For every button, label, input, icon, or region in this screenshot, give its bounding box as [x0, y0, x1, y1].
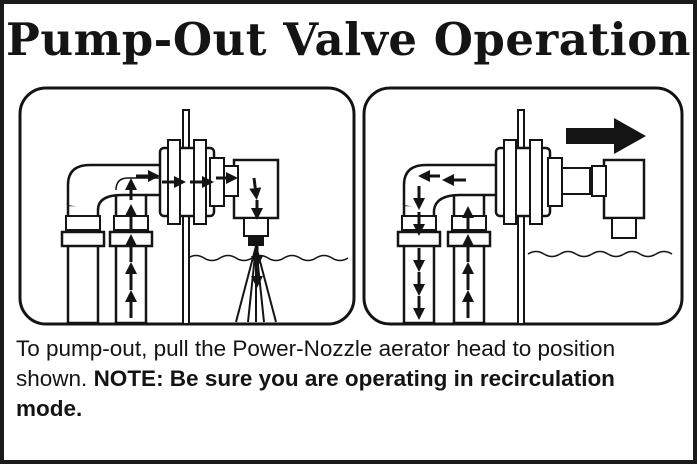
- aerator-head-shifted: [602, 158, 646, 220]
- flow-arrows: [125, 170, 263, 318]
- page-title: Pump-Out Valve Operation: [6, 13, 691, 66]
- recirculation-arrows: [413, 170, 474, 320]
- water-surface-right: [527, 250, 673, 258]
- water-surface: [187, 254, 349, 262]
- caption-note: NOTE: Be sure you are operating in recir…: [16, 366, 615, 421]
- panel-normal-operation: [18, 86, 356, 326]
- caption: To pump-out, pull the Power-Nozzle aerat…: [16, 334, 681, 424]
- panel-pump-out: [362, 86, 684, 326]
- caption-text: To pump-out, pull the Power-Nozzle aerat…: [16, 336, 616, 391]
- pull-direction-arrow: [566, 118, 646, 154]
